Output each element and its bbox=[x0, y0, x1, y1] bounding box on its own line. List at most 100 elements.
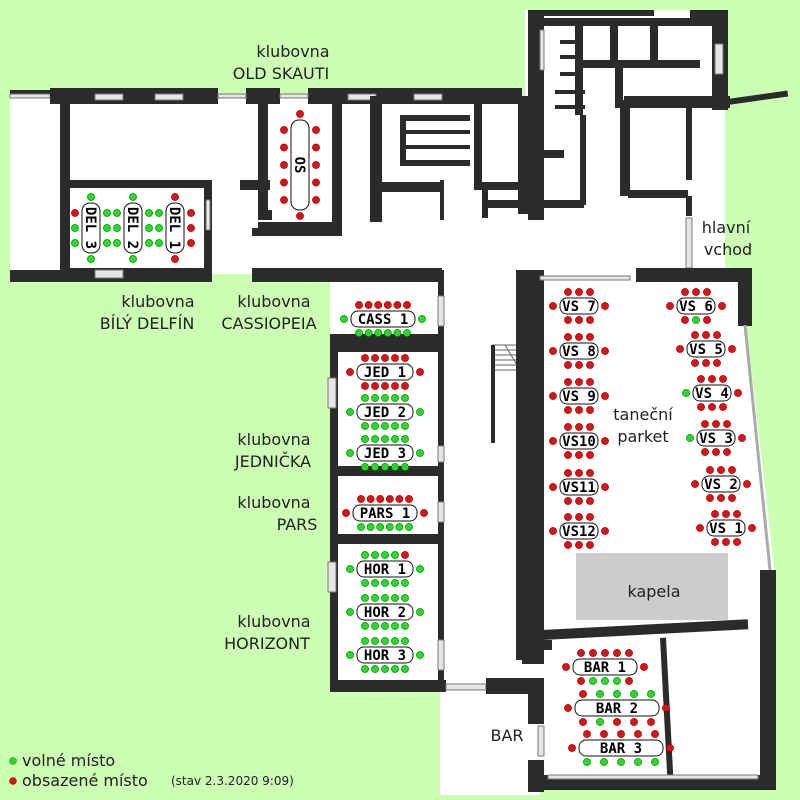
seat-occupied-vs9-t2[interactable] bbox=[586, 378, 594, 386]
seat-free-jed2-t4[interactable] bbox=[401, 394, 409, 402]
seat-occupied-vs3-t2[interactable] bbox=[723, 420, 731, 428]
seat-occupied-bar1-t4[interactable] bbox=[625, 649, 633, 657]
seat-occupied-vs4-t0[interactable] bbox=[697, 375, 705, 383]
seat-occupied-vs8-b0[interactable] bbox=[564, 361, 572, 369]
seat-occupied-os-b0[interactable] bbox=[296, 212, 304, 220]
table-vs10-top[interactable] bbox=[559, 432, 599, 450]
seat-occupied-vs11-r0[interactable] bbox=[601, 483, 609, 491]
table-hor3-top[interactable] bbox=[356, 646, 414, 664]
seat-occupied-vs9-t1[interactable] bbox=[575, 378, 583, 386]
table-bar3-top[interactable] bbox=[578, 739, 664, 757]
seat-occupied-jed1-t3[interactable] bbox=[391, 354, 399, 362]
seat-occupied-os-r0[interactable] bbox=[312, 126, 320, 134]
seat-occupied-pars1-t3[interactable] bbox=[385, 495, 394, 503]
table-vs5-top[interactable] bbox=[686, 340, 726, 358]
table-bar2[interactable]: BAR 2 bbox=[574, 699, 660, 717]
seat-free-cass1-b2[interactable] bbox=[374, 329, 383, 337]
seat-free-del3-l2[interactable] bbox=[71, 239, 79, 247]
seat-free-cass1-b1[interactable] bbox=[364, 329, 373, 337]
seat-free-jed3-b3[interactable] bbox=[391, 463, 399, 471]
seat-occupied-vs4-b0[interactable] bbox=[697, 403, 705, 411]
seat-occupied-jed1-t4[interactable] bbox=[401, 354, 409, 362]
seat-occupied-del1-t0[interactable] bbox=[171, 193, 179, 201]
seat-free-pars1-b1[interactable] bbox=[366, 523, 375, 531]
seat-occupied-vs2-b0[interactable] bbox=[706, 494, 714, 502]
seat-occupied-vs8-t0[interactable] bbox=[564, 333, 572, 341]
seat-occupied-bar2-b4[interactable] bbox=[647, 718, 655, 726]
seat-occupied-vs6-t0[interactable] bbox=[681, 288, 689, 296]
seat-free-hor3-t2[interactable] bbox=[381, 637, 389, 645]
table-vs2-top[interactable] bbox=[701, 475, 741, 493]
table-hor2-top[interactable] bbox=[356, 603, 414, 621]
seat-free-hor3-b1[interactable] bbox=[371, 665, 379, 673]
table-vs11-top[interactable] bbox=[559, 478, 599, 496]
table-vs8[interactable]: VS 8 bbox=[559, 342, 599, 360]
seat-free-jed2-t1[interactable] bbox=[371, 394, 379, 402]
seat-occupied-vs6-r0[interactable] bbox=[718, 302, 726, 310]
seat-occupied-vs7-b0[interactable] bbox=[564, 316, 572, 324]
seat-free-jed2-t3[interactable] bbox=[391, 394, 399, 402]
seat-occupied-bar2-b0[interactable] bbox=[579, 718, 587, 726]
seat-occupied-vs12-b2[interactable] bbox=[586, 541, 594, 549]
seat-occupied-vs4-b2[interactable] bbox=[719, 403, 727, 411]
seat-occupied-vs11-t2[interactable] bbox=[586, 469, 594, 477]
seat-free-del1-l0[interactable] bbox=[155, 209, 163, 217]
seat-free-cass1-b0[interactable] bbox=[355, 329, 363, 337]
seat-occupied-vs7-b2[interactable] bbox=[586, 316, 594, 324]
seat-occupied-vs9-l0[interactable] bbox=[549, 392, 557, 400]
seat-free-hor3-b2[interactable] bbox=[381, 665, 389, 673]
seat-free-hor2-t0[interactable] bbox=[361, 594, 369, 602]
seat-occupied-del1-r0[interactable] bbox=[187, 209, 195, 217]
seat-free-del2-l0[interactable] bbox=[113, 209, 121, 217]
seat-occupied-vs11-b2[interactable] bbox=[586, 497, 594, 505]
seat-free-bar1-b1[interactable] bbox=[589, 677, 597, 685]
seat-occupied-pars1-t1[interactable] bbox=[366, 495, 375, 503]
seat-occupied-vs1-t0[interactable] bbox=[711, 510, 719, 518]
seat-occupied-vs4-t1[interactable] bbox=[708, 375, 716, 383]
seat-occupied-bar1-t3[interactable] bbox=[613, 649, 621, 657]
seat-free-hor1-r0[interactable] bbox=[416, 565, 424, 573]
seat-free-hor2-t2[interactable] bbox=[381, 594, 389, 602]
seat-occupied-os-t0[interactable] bbox=[296, 110, 304, 118]
table-vs11[interactable]: VS11 bbox=[559, 478, 599, 496]
seat-occupied-bar3-l0[interactable] bbox=[568, 744, 576, 752]
table-jed2-top[interactable] bbox=[356, 403, 414, 421]
seat-free-del3-b0[interactable] bbox=[87, 255, 95, 263]
seat-occupied-vs3-t0[interactable] bbox=[701, 420, 709, 428]
seat-free-del2-r1[interactable] bbox=[145, 224, 153, 232]
seat-occupied-vs8-b1[interactable] bbox=[575, 361, 583, 369]
seat-occupied-vs8-l0[interactable] bbox=[549, 347, 557, 355]
seat-occupied-vs8-r0[interactable] bbox=[601, 347, 609, 355]
seat-occupied-del1-r2[interactable] bbox=[187, 239, 195, 247]
seat-free-del3-r2[interactable] bbox=[103, 239, 111, 247]
seat-occupied-vs11-l0[interactable] bbox=[549, 483, 557, 491]
seat-free-hor2-b1[interactable] bbox=[371, 622, 379, 630]
seat-occupied-vs2-t0[interactable] bbox=[706, 466, 714, 474]
seat-free-hor2-t1[interactable] bbox=[371, 594, 379, 602]
seat-free-del3-l1[interactable] bbox=[71, 224, 79, 232]
table-jed1-top[interactable] bbox=[356, 363, 414, 381]
seat-occupied-vs12-t0[interactable] bbox=[564, 513, 572, 521]
seat-occupied-cass1-t1[interactable] bbox=[364, 301, 373, 309]
seat-free-jed3-b2[interactable] bbox=[381, 463, 389, 471]
seat-occupied-jed1-b1[interactable] bbox=[371, 382, 379, 390]
seat-occupied-vs12-l0[interactable] bbox=[549, 527, 557, 535]
seat-occupied-bar1-t0[interactable] bbox=[577, 649, 585, 657]
seat-free-bar2-t3[interactable] bbox=[630, 690, 638, 698]
seat-free-cass1-r0[interactable] bbox=[418, 315, 426, 323]
seat-occupied-vs9-b1[interactable] bbox=[575, 406, 583, 414]
seat-free-bar3-b4[interactable] bbox=[651, 758, 659, 766]
seat-occupied-vs11-b1[interactable] bbox=[575, 497, 583, 505]
seat-occupied-bar2-b2[interactable] bbox=[613, 718, 621, 726]
seat-free-bar3-b3[interactable] bbox=[634, 758, 642, 766]
seat-free-hor2-b2[interactable] bbox=[381, 622, 389, 630]
seat-occupied-vs1-r0[interactable] bbox=[748, 524, 756, 532]
seat-free-del2-l2[interactable] bbox=[113, 239, 121, 247]
seat-occupied-vs5-t0[interactable] bbox=[691, 331, 699, 339]
seat-occupied-vs6-t2[interactable] bbox=[703, 288, 711, 296]
seat-occupied-vs9-b0[interactable] bbox=[564, 406, 572, 414]
seat-occupied-vs12-t1[interactable] bbox=[575, 513, 583, 521]
table-hor2[interactable]: HOR 2 bbox=[356, 603, 414, 621]
seat-free-vs4-l0[interactable] bbox=[682, 389, 690, 397]
seat-free-pars1-b4[interactable] bbox=[395, 523, 404, 531]
